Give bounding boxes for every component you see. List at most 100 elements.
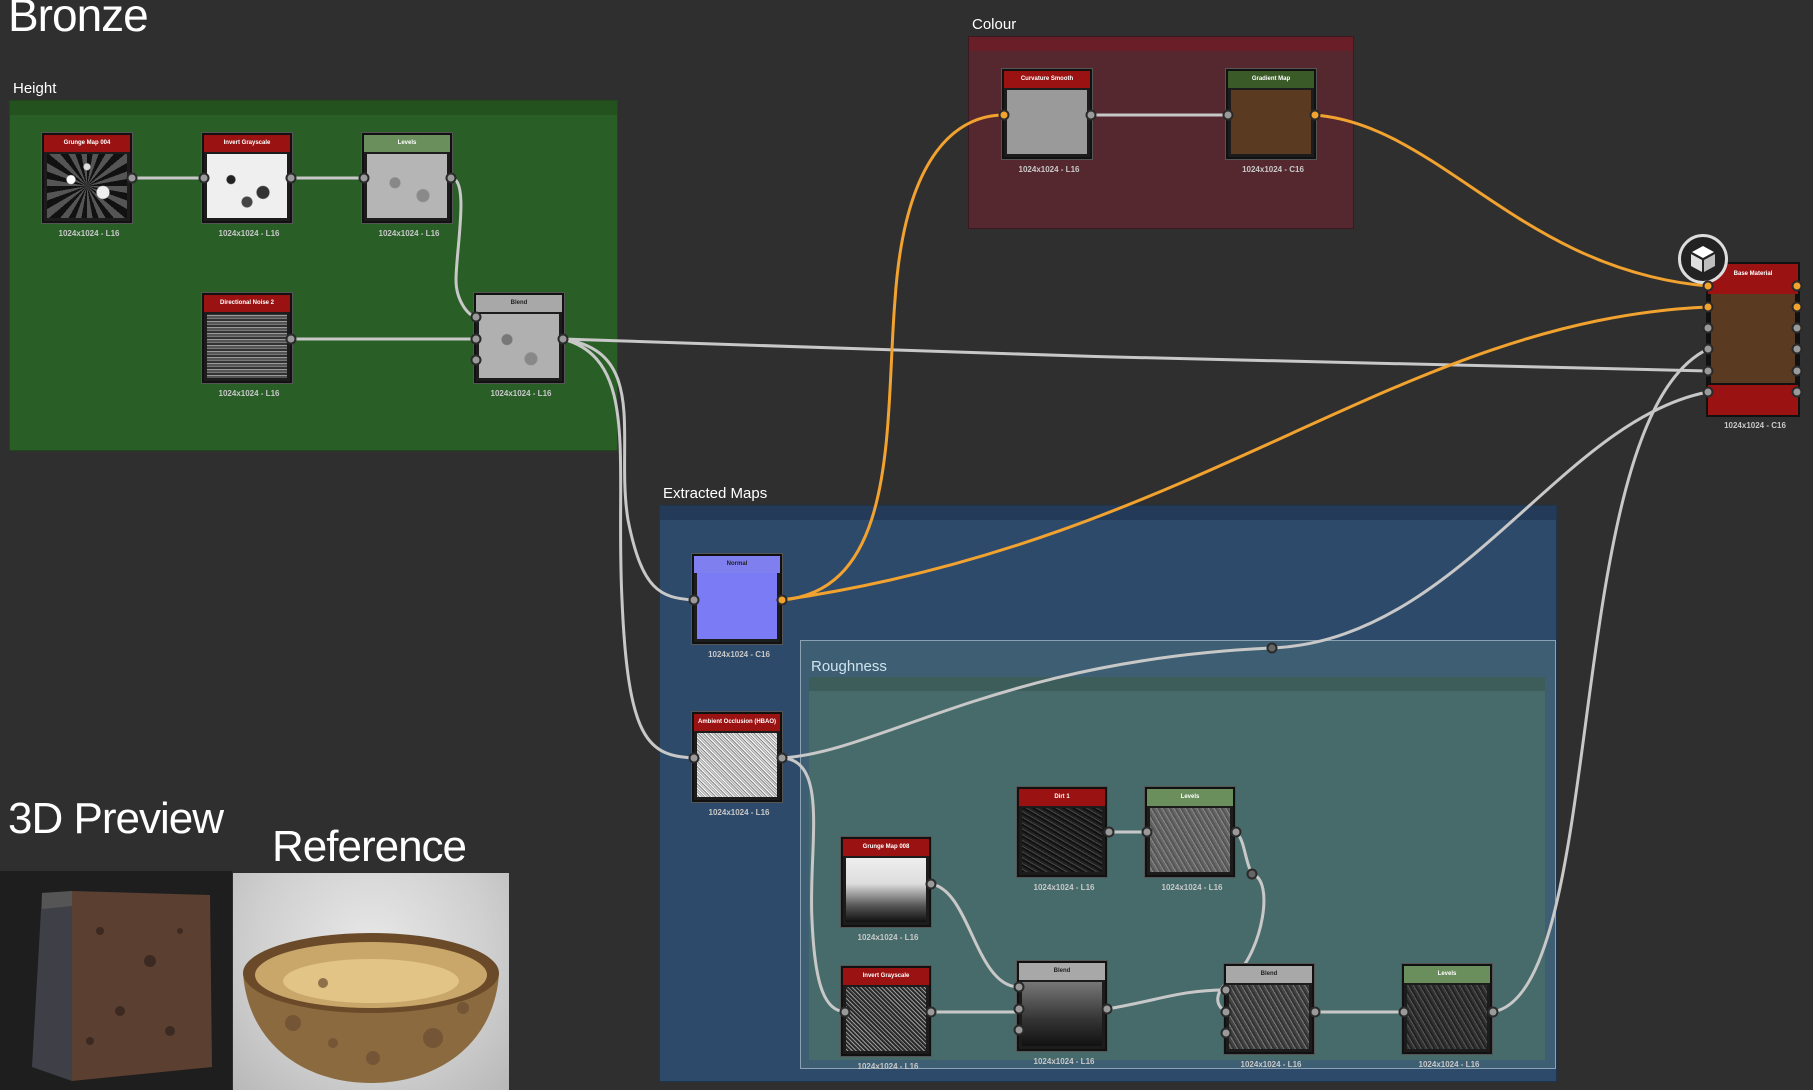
frame-roughness-title: Roughness <box>811 658 887 675</box>
node-levels-3[interactable]: Levels 1024x1024 - L16 <box>1402 964 1492 1069</box>
port-blend-in-1[interactable] <box>470 311 482 323</box>
port-blend2-out[interactable] <box>1101 1003 1113 1015</box>
port-invert2-out[interactable] <box>925 1006 937 1018</box>
wire-levels-blend <box>450 176 477 319</box>
node-normal[interactable]: Normal 1024x1024 - C16 <box>692 554 782 659</box>
port-base-out-2[interactable] <box>1791 301 1803 313</box>
reference-title: Reference <box>272 822 467 871</box>
node-thumbnail <box>207 154 287 218</box>
port-base-in-5[interactable] <box>1702 365 1714 377</box>
port-base-out-6[interactable] <box>1791 386 1803 398</box>
port-ao-out[interactable] <box>776 752 788 764</box>
node-thumbnail <box>846 987 926 1051</box>
port-blend3-in-1[interactable] <box>1220 984 1232 996</box>
port-curvature-out[interactable] <box>1085 109 1097 121</box>
port-blend-in-3[interactable] <box>470 354 482 366</box>
port-invert2-in[interactable] <box>839 1006 851 1018</box>
port-base-out-5[interactable] <box>1791 365 1803 377</box>
node-thumbnail <box>1711 294 1795 383</box>
node-grunge-map-008[interactable]: Grunge Map 008 1024x1024 - L16 <box>841 837 931 942</box>
port-curvature-in[interactable] <box>998 109 1010 121</box>
port-base-in-2[interactable] <box>1702 301 1714 313</box>
port-blend2-in-2[interactable] <box>1013 1003 1025 1015</box>
node-grunge-map-004[interactable]: Grunge Map 004 1024x1024 - L16 <box>42 133 132 238</box>
node-invert-grayscale[interactable]: Invert Grayscale 1024x1024 - L16 <box>202 133 292 238</box>
node-thumbnail <box>479 314 559 378</box>
node-thumbnail <box>846 858 926 922</box>
node-info: 1024x1024 - L16 <box>708 808 770 817</box>
node-ambient-occlusion[interactable]: Ambient Occlusion (HBAO) 1024x1024 - L16 <box>692 712 782 817</box>
node-title: Invert Grayscale <box>843 968 929 985</box>
node-invert-grayscale-2[interactable]: Invert Grayscale 1024x1024 - L16 <box>841 966 931 1071</box>
port-normal-in[interactable] <box>688 594 700 606</box>
port-base-in-4[interactable] <box>1702 343 1714 355</box>
port-base-in-6[interactable] <box>1702 386 1714 398</box>
port-levels-in[interactable] <box>358 172 370 184</box>
port-blend3-out[interactable] <box>1309 1006 1321 1018</box>
port-gradient-in[interactable] <box>1222 109 1234 121</box>
port-dirt-out[interactable] <box>1103 826 1115 838</box>
node-levels-roughness[interactable]: Levels 1024x1024 - L16 <box>1145 787 1235 892</box>
port-base-out-3[interactable] <box>1791 322 1803 334</box>
port-grunge008-out[interactable] <box>925 878 937 890</box>
node-info: 1024x1024 - L16 <box>1018 165 1080 174</box>
node-title: Directional Noise 2 <box>204 295 290 312</box>
node-info: 1024x1024 - L16 <box>1418 1060 1480 1069</box>
port-gradient-out[interactable] <box>1309 109 1321 121</box>
wire-normal-basematerial <box>781 305 1709 602</box>
frame-height-title: Height <box>13 80 57 97</box>
port-ao-in[interactable] <box>688 752 700 764</box>
port-blend2-in-3[interactable] <box>1013 1024 1025 1036</box>
wire-gradient-basematerial <box>1314 113 1709 288</box>
node-levels[interactable]: Levels 1024x1024 - L16 <box>362 133 452 238</box>
reroute-dot-2[interactable] <box>1246 868 1258 880</box>
port-invert-out[interactable] <box>285 172 297 184</box>
reroute-dot[interactable] <box>1266 642 1278 654</box>
port-normal-out[interactable] <box>776 594 788 606</box>
port-base-out-4[interactable] <box>1791 343 1803 355</box>
port-grunge004-out[interactable] <box>126 172 138 184</box>
port-dirnoise-out[interactable] <box>285 333 297 345</box>
node-info: 1024x1024 - C16 <box>1242 165 1304 174</box>
node-thumbnail <box>1022 982 1102 1046</box>
preview-3d-title: 3D Preview <box>8 794 224 843</box>
base-material-output[interactable]: Base Material 1024x1024 - C16 <box>1706 262 1800 430</box>
port-blend3-in-3[interactable] <box>1220 1027 1232 1039</box>
port-blend-out[interactable] <box>557 333 569 345</box>
port-blend3-in-2[interactable] <box>1220 1006 1232 1018</box>
port-invert-in[interactable] <box>198 172 210 184</box>
node-blend-3[interactable]: Blend 1024x1024 - L16 <box>1224 964 1314 1069</box>
port-base-in-3[interactable] <box>1702 322 1714 334</box>
node-thumbnail <box>697 733 777 797</box>
node-title: Normal <box>694 556 780 573</box>
port-levels2-out[interactable] <box>1230 826 1242 838</box>
port-levels3-out[interactable] <box>1487 1006 1499 1018</box>
node-dirt[interactable]: Dirt 1 1024x1024 - L16 <box>1017 787 1107 892</box>
port-levels3-in[interactable] <box>1398 1006 1410 1018</box>
node-title: Grunge Map 008 <box>843 839 929 856</box>
node-title: Grunge Map 004 <box>44 135 130 152</box>
node-title: Base Material <box>1733 271 1773 277</box>
node-directional-noise[interactable]: Directional Noise 2 1024x1024 - L16 <box>202 293 292 398</box>
port-base-in-1[interactable] <box>1702 280 1714 292</box>
node-info: 1024x1024 - L16 <box>1240 1060 1302 1069</box>
node-blend[interactable]: Blend 1024x1024 - L16 <box>474 293 564 398</box>
node-blend-2[interactable]: Blend 1024x1024 - L16 <box>1017 961 1107 1066</box>
node-info: 1024x1024 - L16 <box>1033 1057 1095 1066</box>
node-gradient-map[interactable]: Gradient Map 1024x1024 - C16 <box>1226 69 1316 174</box>
node-thumbnail <box>207 314 287 378</box>
node-info: 1024x1024 - L16 <box>1033 883 1095 892</box>
preview-3d-viewport[interactable] <box>0 871 232 1090</box>
port-blend2-in-1[interactable] <box>1013 981 1025 993</box>
cube-icon[interactable] <box>1678 234 1728 284</box>
node-thumbnail <box>47 154 127 218</box>
port-base-out-1[interactable] <box>1791 280 1803 292</box>
port-levels-out[interactable] <box>445 172 457 184</box>
port-blend-in-2[interactable] <box>470 333 482 345</box>
wire-blend-ao <box>562 337 695 760</box>
node-curvature-smooth[interactable]: Curvature Smooth 1024x1024 - L16 <box>1002 69 1092 174</box>
node-info: 1024x1024 - L16 <box>58 229 120 238</box>
frame-colour-bar <box>969 37 1353 51</box>
port-levels2-in[interactable] <box>1141 826 1153 838</box>
